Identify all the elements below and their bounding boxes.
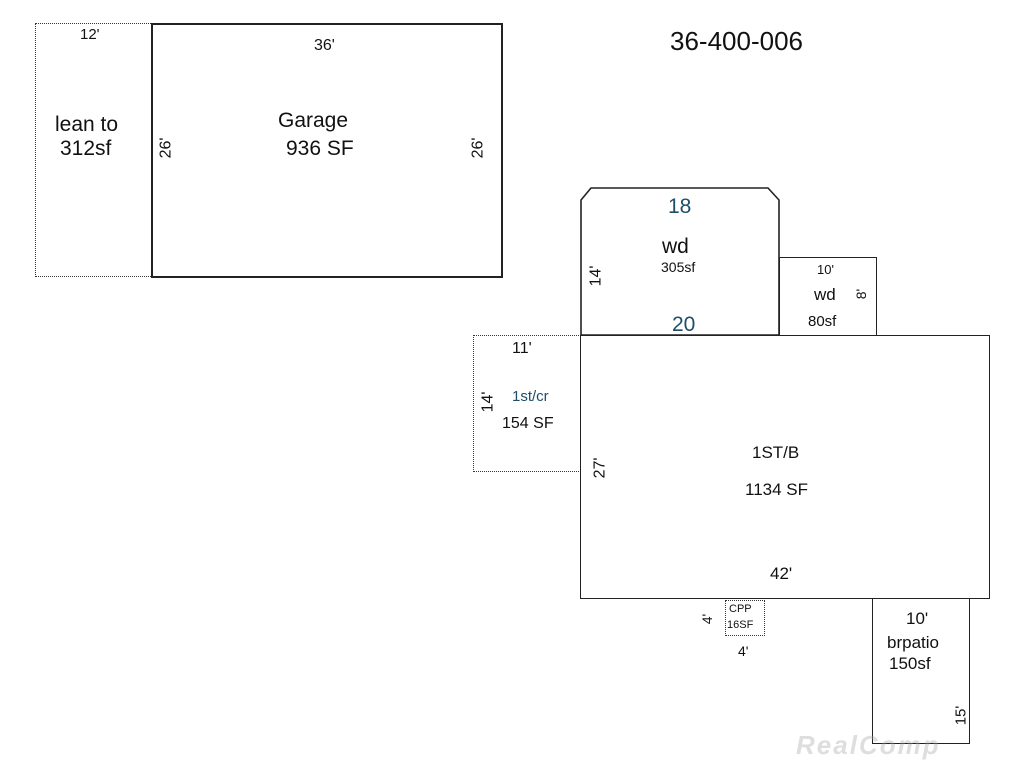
wd-small-label: wd: [814, 285, 836, 304]
main-side-dim: 27': [591, 457, 609, 479]
patio-area-label: 150sf: [889, 654, 931, 673]
first-cr-label: 1st/cr: [512, 388, 549, 405]
wd-main-label: wd: [662, 235, 689, 258]
garage-area-label: 936 SF: [286, 137, 354, 160]
main-area-label: 1134 SF: [745, 480, 809, 499]
garage-label: Garage: [278, 109, 349, 132]
lean-to-area-label: 312sf: [60, 137, 112, 160]
first-cr-side-dim: 14': [479, 391, 497, 413]
first-cr-area-label: 154 SF: [502, 415, 554, 432]
first-cr-width-dim: 11': [512, 340, 532, 357]
wd-small-area-label: 80sf: [808, 313, 837, 330]
parcel-id: 36-400-006: [670, 26, 803, 56]
cpp-side-dim: 4': [699, 613, 716, 625]
patio-width-dim: 10': [906, 609, 929, 628]
lean-to-label: lean to: [55, 113, 119, 136]
wd-small-width-dim: 10': [817, 262, 834, 277]
garage-area: [151, 23, 503, 278]
wd-main-bottom-dim: 20: [672, 313, 696, 336]
garage-top-dim: 36': [314, 37, 335, 54]
cpp-bottom-dim: 4': [738, 643, 749, 659]
cpp-area-label: 16SF: [727, 619, 754, 631]
wd-main-top-dim: 18: [668, 195, 692, 218]
main-area: [580, 335, 990, 599]
garage-left-dim: 26': [157, 137, 175, 159]
lean-to-width-dim: 12': [80, 26, 100, 43]
wd-main-side-dim: 14': [587, 265, 605, 287]
main-bottom-dim: 42': [770, 564, 793, 583]
wd-small-side-dim: 8': [853, 288, 870, 300]
main-label: 1ST/B: [752, 443, 800, 462]
patio-label: brpatio: [887, 633, 939, 652]
watermark-logo: RealComp: [796, 730, 941, 760]
patio-area: [872, 598, 970, 744]
garage-right-dim: 26': [469, 137, 487, 159]
cpp-label: CPP: [729, 603, 752, 615]
cpp-area: [725, 600, 765, 636]
patio-side-dim: 15': [952, 705, 970, 726]
wd-main-area-label: 305sf: [661, 259, 696, 275]
